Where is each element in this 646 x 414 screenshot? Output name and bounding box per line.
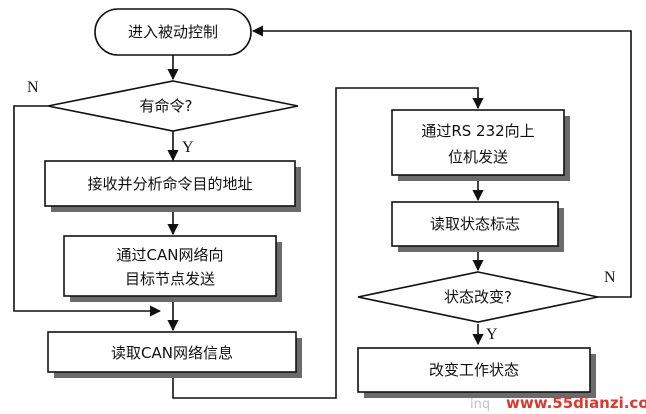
read-can-label: 读取CAN网络信息 bbox=[111, 344, 233, 362]
edge-command-no bbox=[13, 105, 162, 317]
send-rs232-label-line2: 位机发送 bbox=[448, 148, 508, 166]
watermark-site: www.55dianzi.com bbox=[506, 394, 646, 412]
start-node-label: 进入被动控制 bbox=[128, 23, 218, 41]
command-yes-label: Y bbox=[182, 139, 194, 156]
watermark-prefix: inq bbox=[470, 397, 490, 412]
change-state-node: 改变工作状态 bbox=[357, 347, 596, 398]
edge-status-no bbox=[251, 25, 632, 298]
receive-node: 接收并分析命令目的地址 bbox=[44, 160, 301, 212]
command-no-label: N bbox=[27, 79, 39, 96]
send-can-label-line2: 目标节点发送 bbox=[125, 270, 215, 288]
status-no-label: N bbox=[604, 269, 616, 286]
send-rs232-node: 通过RS 232向上 位机发送 bbox=[391, 109, 570, 181]
command-decision: 有命令? bbox=[47, 80, 299, 132]
send-can-node: 通过CAN网络向 目标节点发送 bbox=[63, 235, 282, 302]
receive-node-label: 接收并分析命令目的地址 bbox=[87, 175, 252, 193]
send-rs232-label-line1: 通过RS 232向上 bbox=[421, 122, 534, 140]
read-status-label: 读取状态标志 bbox=[430, 215, 520, 233]
change-state-label: 改变工作状态 bbox=[429, 361, 519, 379]
status-decision-label: 状态改变? bbox=[444, 288, 512, 306]
read-status-node: 读取状态标志 bbox=[391, 201, 564, 252]
read-can-node: 读取CAN网络信息 bbox=[47, 331, 302, 378]
edge-read-to-rs232 bbox=[172, 87, 484, 399]
command-decision-label: 有命令? bbox=[140, 97, 193, 115]
status-yes-label: Y bbox=[486, 326, 498, 343]
send-can-label-line1: 通过CAN网络向 bbox=[117, 246, 224, 264]
status-decision: 状态改变? bbox=[357, 271, 599, 323]
start-node: 进入被动控制 bbox=[94, 8, 252, 56]
